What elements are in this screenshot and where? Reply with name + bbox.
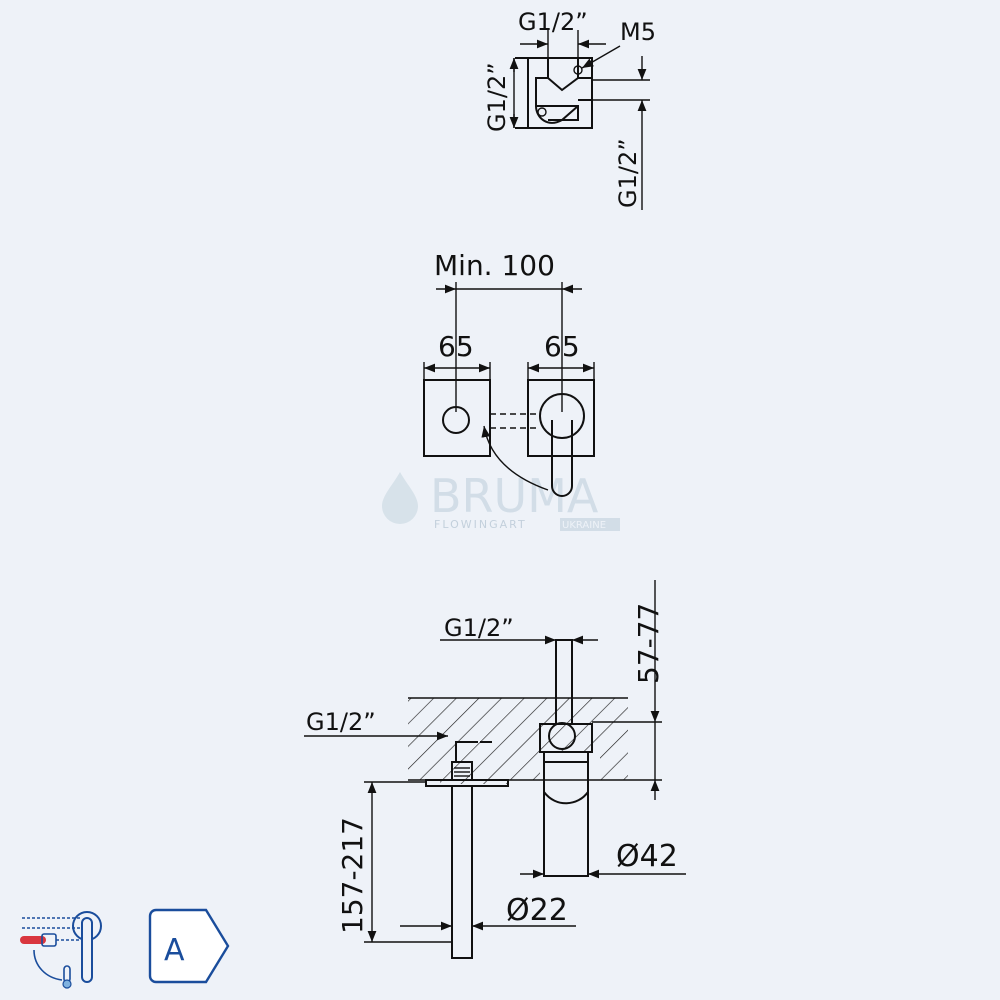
front-left-plate	[423, 379, 491, 457]
side-spout	[451, 785, 473, 959]
front-right-rosette	[539, 393, 585, 439]
class-a-badge-icon: A	[148, 908, 230, 984]
front-mixer-lever	[551, 420, 573, 497]
lever-rotation-arrow	[481, 425, 549, 491]
water-temperature-icon	[20, 917, 80, 989]
m5-screw-hole	[573, 65, 583, 75]
top-view-plate	[527, 57, 593, 129]
top-m5-label: M5	[620, 18, 656, 46]
front-left-width-label: 65	[438, 330, 474, 363]
side-mixer-body	[543, 762, 589, 877]
front-left-diverter-knob	[442, 406, 470, 434]
front-view: Min. 100 65 65	[423, 249, 595, 497]
side-spout-connector	[451, 761, 473, 781]
side-g-top-label: G1/2”	[444, 614, 514, 642]
watermark-tagline: FLOWINGART	[434, 518, 527, 531]
watermark: BRUMA FLOWINGART UKRAINE	[382, 469, 620, 531]
screw-hole	[537, 107, 547, 117]
top-g-left-label: G1/2”	[483, 62, 511, 132]
side-valve-port	[548, 722, 576, 750]
mixer-lever-icon	[72, 911, 102, 983]
watermark-region-box	[560, 518, 620, 531]
side-diameter-body-label: Ø42	[616, 839, 678, 874]
watermark-brand: BRUMA	[430, 469, 599, 523]
top-g-right-label: G1/2”	[614, 138, 642, 208]
class-a-badge-letter: A	[164, 933, 185, 968]
side-spout-length-label: 157-217	[336, 817, 369, 934]
water-drop-icon	[382, 472, 418, 524]
side-g-left-label: G1/2”	[306, 708, 376, 736]
top-view: G1/2” M5 G1/2” G1/2”	[483, 8, 656, 210]
side-depth-label: 57-77	[632, 603, 665, 684]
side-view: G1/2” 57-77 G1/2” 157-217 Ø42	[304, 580, 686, 959]
top-g-top-label: G1/2”	[518, 8, 588, 36]
front-right-width-label: 65	[544, 330, 580, 363]
front-min-spacing-label: Min. 100	[434, 249, 555, 282]
side-diameter-spout-label: Ø22	[506, 893, 568, 928]
wall-section	[408, 698, 628, 784]
front-right-plate	[527, 379, 595, 457]
watermark-region: UKRAINE	[562, 520, 606, 531]
